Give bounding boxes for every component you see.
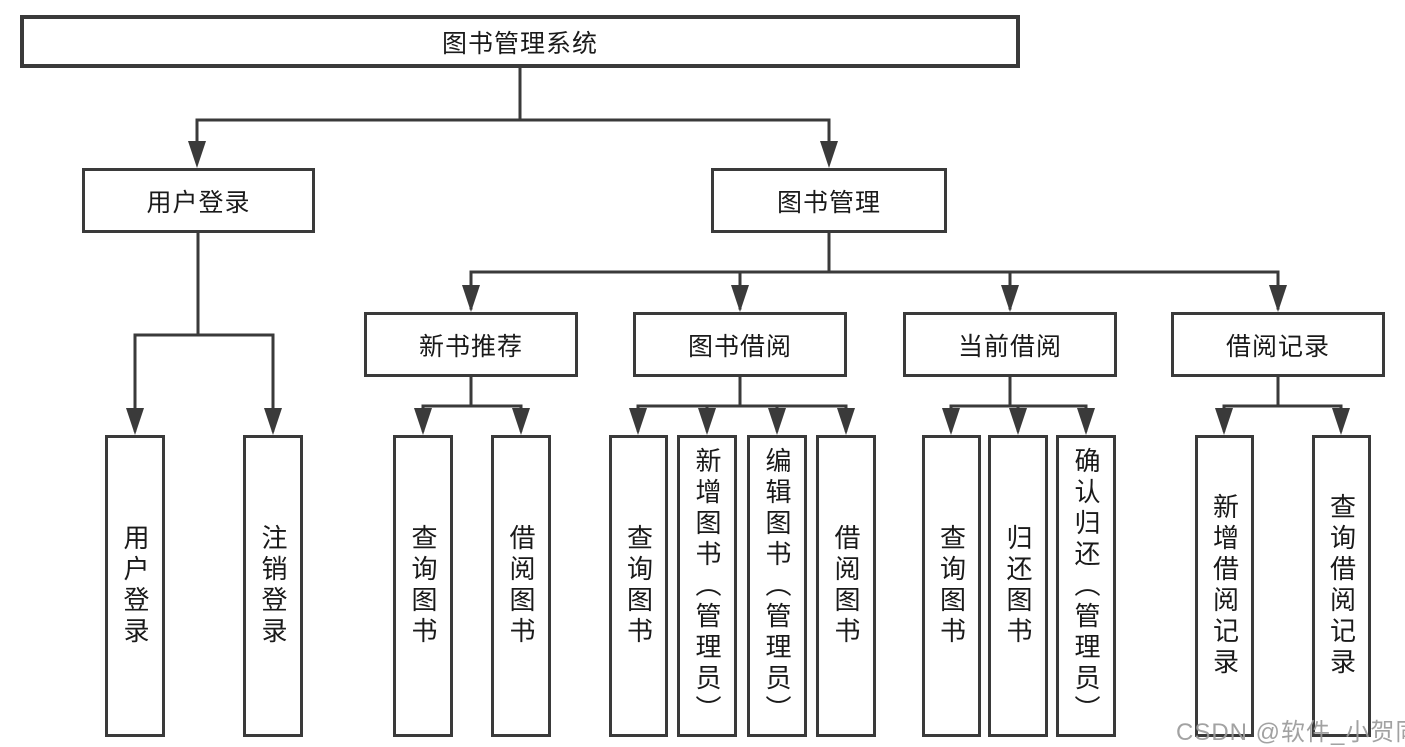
node-book-management-label: 图书管理 [776, 188, 881, 217]
leaf-bw-edit-books-admin-label: 编辑图书（管理员） [762, 446, 792, 726]
leaf-bw-borrow-books-label: 借阅图书 [831, 524, 861, 648]
leaf-bw-borrow-books: 借阅图书 [816, 435, 876, 737]
leaf-nb-borrow-books: 借阅图书 [491, 435, 551, 737]
leaf-rec-query-record: 查询借阅记录 [1312, 435, 1371, 737]
leaf-user-login-label: 用户登录 [120, 524, 150, 648]
node-book-borrowing: 图书借阅 [633, 312, 847, 377]
node-borrow-records: 借阅记录 [1171, 312, 1385, 377]
leaf-cur-confirm-return-admin-label: 确认归还（管理员） [1071, 446, 1101, 726]
node-book-management: 图书管理 [711, 168, 947, 233]
leaf-cur-return-books-label: 归还图书 [1003, 524, 1033, 648]
arrowhead-icons [126, 141, 1350, 435]
leaf-bw-edit-books-admin: 编辑图书（管理员） [747, 435, 807, 737]
leaf-cur-query-books: 查询图书 [922, 435, 981, 737]
csdn-watermark: CSDN @软件_小贺同学 [1176, 719, 1405, 746]
leaf-rec-add-record-label: 新增借阅记录 [1209, 493, 1240, 679]
node-user-login-label: 用户登录 [146, 188, 251, 217]
node-new-book-recommend: 新书推荐 [364, 312, 578, 377]
node-root-system: 图书管理系统 [20, 15, 1020, 68]
node-current-borrowing: 当前借阅 [903, 312, 1117, 377]
leaf-cur-return-books: 归还图书 [988, 435, 1048, 737]
leaf-rec-add-record: 新增借阅记录 [1195, 435, 1254, 737]
leaf-nb-query-books-label: 查询图书 [408, 524, 438, 648]
leaf-bw-add-books-admin-label: 新增图书（管理员） [692, 446, 722, 726]
leaf-bw-add-books-admin: 新增图书（管理员） [677, 435, 737, 737]
leaf-cur-confirm-return-admin: 确认归还（管理员） [1056, 435, 1116, 737]
node-borrow-records-label: 借阅记录 [1225, 332, 1330, 361]
leaf-user-login: 用户登录 [105, 435, 165, 737]
leaf-bw-query-books-label: 查询图书 [623, 524, 654, 648]
leaf-logout-label: 注销登录 [258, 524, 288, 648]
leaf-bw-query-books: 查询图书 [609, 435, 668, 737]
node-user-login: 用户登录 [82, 168, 315, 233]
leaf-rec-query-record-label: 查询借阅记录 [1326, 493, 1357, 679]
node-new-book-recommend-label: 新书推荐 [418, 332, 523, 361]
leaf-nb-borrow-books-label: 借阅图书 [506, 524, 536, 648]
node-current-borrowing-label: 当前借阅 [957, 332, 1062, 361]
node-book-borrowing-label: 图书借阅 [687, 332, 792, 361]
node-root-label: 图书管理系统 [441, 29, 598, 58]
leaf-logout: 注销登录 [243, 435, 303, 737]
leaf-nb-query-books: 查询图书 [393, 435, 453, 737]
leaf-cur-query-books-label: 查询图书 [936, 524, 967, 648]
